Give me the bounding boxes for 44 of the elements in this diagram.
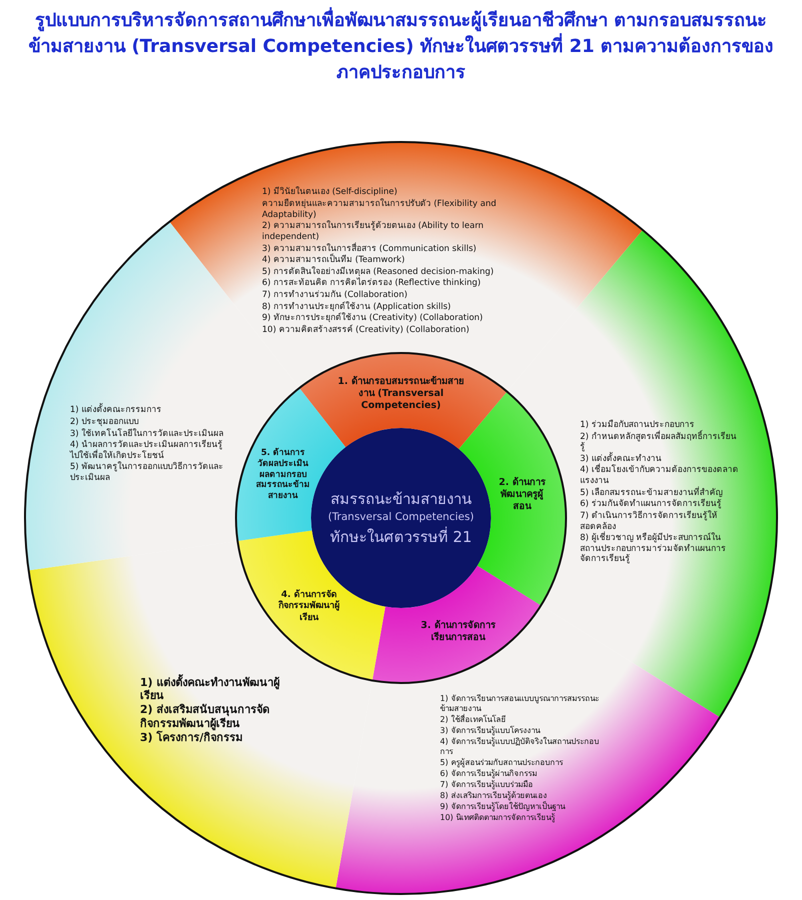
list-item: 10) นิเทศติดตามการจัดการเรียนรู้ <box>440 813 556 823</box>
list-item: 2) ความสามารถในการเรียนรู้ด้วยตนเอง (Ability to learn independent) <box>262 221 485 242</box>
list-item: 9) จัดการเรียนรู้โดยใช้ปัญหาเป็นฐาน <box>440 802 566 812</box>
list-item: 5) ครูผู้สอนร่วมกับสถานประกอบการ <box>440 758 564 768</box>
segment-label: 1. ด้านกรอบสมรรถนะข้ามสายงาน (Transversal Competencies) <box>336 376 466 412</box>
list-item: 6) ร่วมกันจัดทำแผนการจัดการเรียนรู้ <box>580 499 722 510</box>
list-item: 3) ใช้เทคโนโลยีในการวัดและประเมินผล <box>70 428 224 440</box>
list-item: 1) จัดการเรียนการสอนแบบบูรณาการสมรรถนะข้ามสายงาน <box>440 694 600 714</box>
list-item: 9) ทักษะการประยุกต์ใช้งาน (Creativity) (Collaboration) <box>262 313 484 324</box>
segment-label: 2. ด้านการพัฒนาครูผู้สอน <box>498 477 546 513</box>
list-item: 4) ความสามารถเป็นทีม (Teamwork) <box>262 255 406 266</box>
list-item: 4) จัดการเรียนรู้แบบปฏิบัติจริงในสถานประกอบการ <box>440 737 600 757</box>
segment-label: 3. ด้านการจัดการเรียนการสอน <box>420 620 496 644</box>
center-label: ทักษะในศตวรรษที่ 21 <box>330 526 472 548</box>
list-item: 6) การสะท้อนคิด การคิดไตร่ตรอง (Reflective thinking) <box>262 278 482 290</box>
list-item: 5) การตัดสินใจอย่างมีเหตุผล (Reasoned decision-making) <box>262 266 495 278</box>
list-item: 1) แต่งตั้งคณะกรรมการ <box>70 405 162 416</box>
list-item: 6) จัดการเรียนรู้ผ่านกิจกรรม <box>440 769 538 779</box>
list-item: 7) ดำเนินการวิธีการจัดการเรียนรู้ให้สอดคล้อง <box>580 510 718 532</box>
list-item: 7) จัดการเรียนรู้แบบร่วมมือ <box>440 780 534 790</box>
center-label: (Transversal Competencies) <box>328 510 474 526</box>
list-item: 8) ผู้เชี่ยวชาญ หรือผู้มีประสบการณ์ในสถานประกอบการมาร่วมจัดทำแผนการจัดการเรียนรู้ <box>580 533 727 566</box>
list-item: 8) การทำงานประยุกต์ใช้งาน (Application skills) <box>262 302 452 312</box>
list-item: 3) จัดการเรียนรู้แบบโครงงาน <box>440 726 542 736</box>
list-item: 5) พัฒนาครูในการออกแบบวิธีการวัดและประเมินผล <box>70 462 224 484</box>
list-item: ความยืดหยุ่นและความสามารถในการปรับตัว (Flexibility and Adaptability) <box>262 199 498 220</box>
title: รูปแบบการบริหารจัดการสถานศึกษาเพื่อพัฒนาสมรรถนะผู้เรียนอาชีวศึกษา ตามกรอบสมรรถนะข้ามสายงาน (Transversal Competencies) ทักษะในศตวรรษที่ 21 ตามความต้องการของภาคประกอบการ <box>20 8 782 86</box>
list-item: 2) ส่งเสริมสนับสนุนการจัดกิจกรรมพัฒนาผู้เรียน <box>140 703 271 730</box>
list-item: 3) แต่งตั้งคณะทำงาน <box>580 454 662 464</box>
list-item: 1) แต่งตั้งคณะทำงานพัฒนาผู้เรียน <box>140 676 281 704</box>
list-item: 2) ประชุมออกแบบ <box>70 416 140 428</box>
list-item: 7) การทำงานร่วมกัน (Collaboration) <box>262 290 408 301</box>
list-item: 3) ความสามารถในการสื่อสาร (Communication skills) <box>262 244 478 254</box>
list-item: 8) ส่งเสริมการเรียนรู้ด้วยตนเอง <box>440 791 547 801</box>
list-item: 3) โครงการ/กิจกรรม <box>140 730 244 744</box>
list-item: 4) นำผลการวัดและประเมินผลการเรียนรู้ไปใช้เพื่อให้เกิดประโยชน์ <box>70 440 224 461</box>
list-item: 2) ใช้สื่อเทคโนโลยี <box>440 715 507 725</box>
segment-label: 4. ด้านการจัดกิจกรรมพัฒนาผู้เรียน <box>277 590 340 624</box>
segment-label: 5. ด้านการวัดผลประเมินผลตามกรอบสมรรถนะข้ามสายงาน <box>255 448 311 502</box>
center-label: สมรรถนะข้ามสายงาน <box>330 488 472 510</box>
list-item: 1) มีวินัยในตนเอง (Self-discipline) <box>262 187 398 198</box>
list-item: 1) ร่วมมือกับสถานประกอบการ <box>580 420 696 430</box>
list-item: 5) เลือกสมรรถนะข้ามสายงานที่สำคัญ <box>580 488 724 498</box>
list-item: 10) ความคิดสร้างสรรค์ (Creativity) (Collaboration) <box>262 324 470 336</box>
